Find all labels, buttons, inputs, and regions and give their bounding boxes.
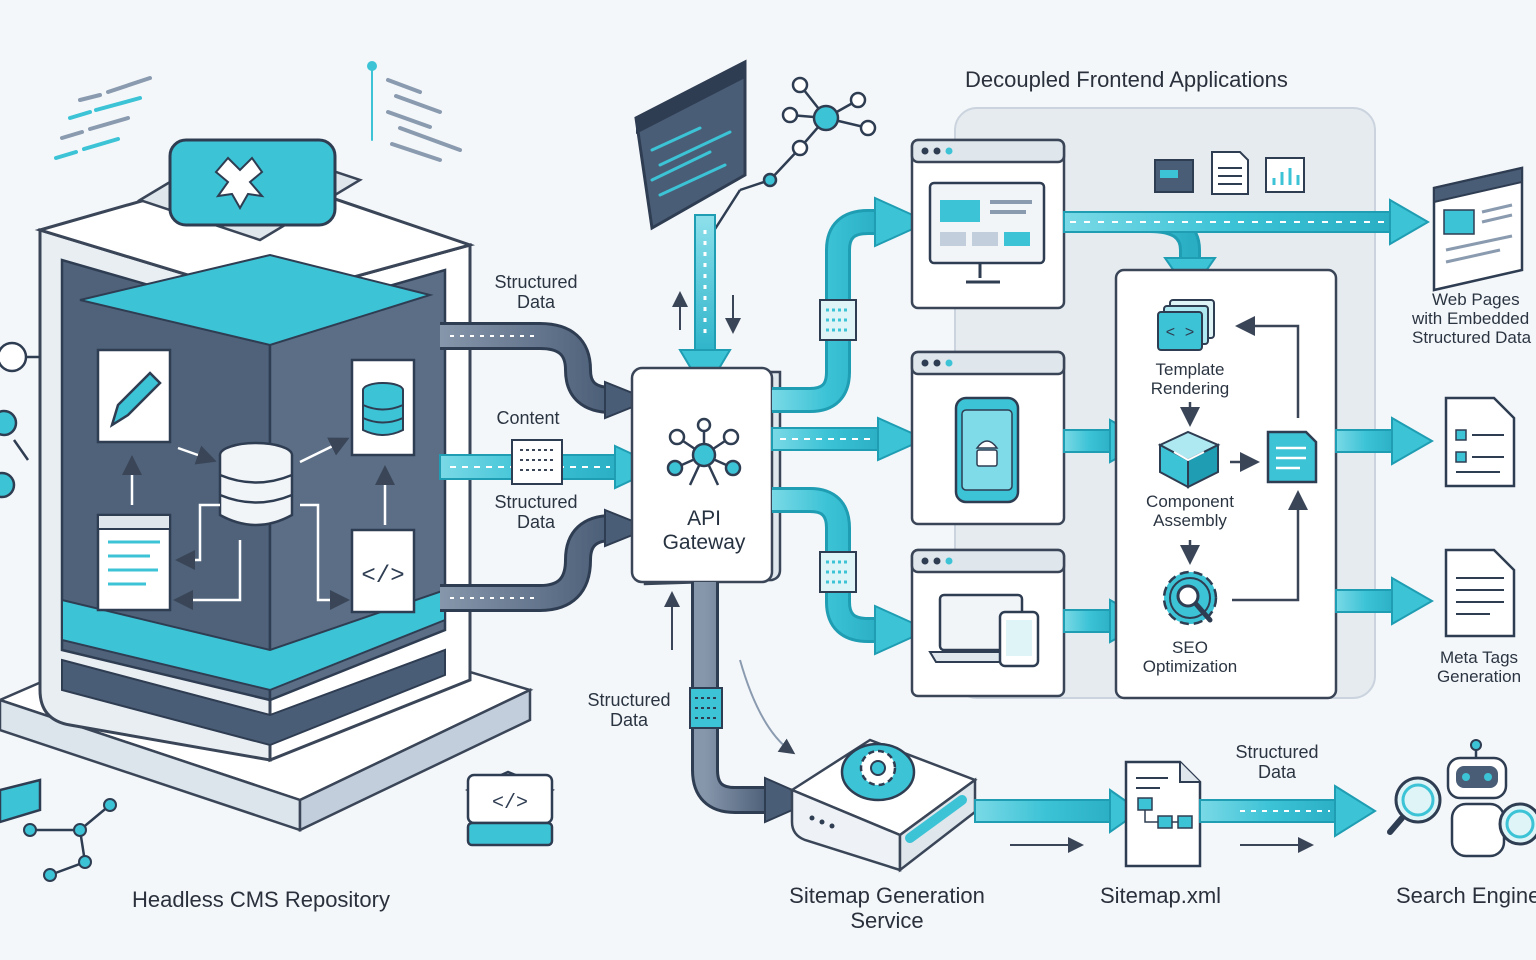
gear-icon	[840, 742, 916, 802]
gateway-input-arrow	[672, 214, 741, 394]
network-node-icon	[706, 76, 877, 241]
bottom-left-network-icon	[0, 778, 117, 882]
template-stack-icon: < >	[1157, 299, 1215, 351]
laptop-tablet-icon	[928, 593, 1040, 668]
database-icon	[350, 358, 416, 457]
hub-icon	[666, 417, 742, 486]
cms-internal-arrows	[122, 437, 395, 610]
flow-to-sitemap-xml	[974, 788, 1142, 853]
flow-to-web-app	[772, 196, 931, 413]
frontend-title: Decoupled Frontend Applications	[965, 67, 1288, 92]
toolbar-icons	[1154, 151, 1305, 195]
document-list-icon	[96, 513, 172, 612]
flow-to-search-engine	[1199, 784, 1377, 853]
svg-text:</>: </>	[492, 792, 528, 815]
api-gateway[interactable]	[630, 366, 782, 586]
sitemap-xml-label: Sitemap.xml	[1100, 883, 1222, 908]
search-engine-label: Search Engine	[1396, 883, 1536, 908]
flow-content	[439, 439, 663, 490]
flow-to-sitemap	[664, 582, 818, 824]
pipeline-arrows	[1180, 316, 1308, 602]
flow-to-mobile-app	[771, 416, 928, 462]
flow-label-content: Content	[496, 408, 560, 428]
svg-text:< >: < >	[1166, 324, 1195, 342]
flow-to-meta-tags	[1335, 576, 1435, 626]
web-pages-label: Web Pages with Embedded Structured Data	[1412, 290, 1532, 348]
web-app-window[interactable]	[910, 138, 1066, 310]
code-window-icon	[634, 59, 747, 231]
structured-doc-icon	[1444, 396, 1516, 488]
left-network-icon	[0, 341, 40, 499]
central-database-icon	[218, 441, 294, 527]
rendering-pipeline-panel	[1114, 268, 1338, 700]
web-page-output-icon	[1432, 166, 1524, 292]
android-phone-icon	[954, 396, 1020, 504]
sitemap-xml-icon	[1124, 760, 1202, 868]
flow-structured-data-1	[440, 322, 653, 420]
code-cube-icon: </>	[464, 770, 556, 847]
component-box-icon	[1157, 430, 1221, 489]
pencil-icon	[96, 348, 172, 444]
magnifier-icon	[1176, 584, 1213, 623]
flow-to-structured-output	[1335, 416, 1435, 466]
robot-icon	[1387, 739, 1536, 858]
cms-title: Headless CMS Repository	[132, 887, 390, 912]
sitemap-service[interactable]	[789, 738, 978, 873]
svg-text:</>: </>	[361, 563, 404, 590]
page-output-icon	[1266, 430, 1318, 484]
flow-structured-data-2	[440, 508, 653, 612]
meta-doc-icon	[1444, 548, 1516, 638]
code-icon: </>	[350, 528, 416, 614]
flow-to-desktop-app	[772, 487, 931, 656]
decorative-code-lines	[54, 61, 462, 162]
